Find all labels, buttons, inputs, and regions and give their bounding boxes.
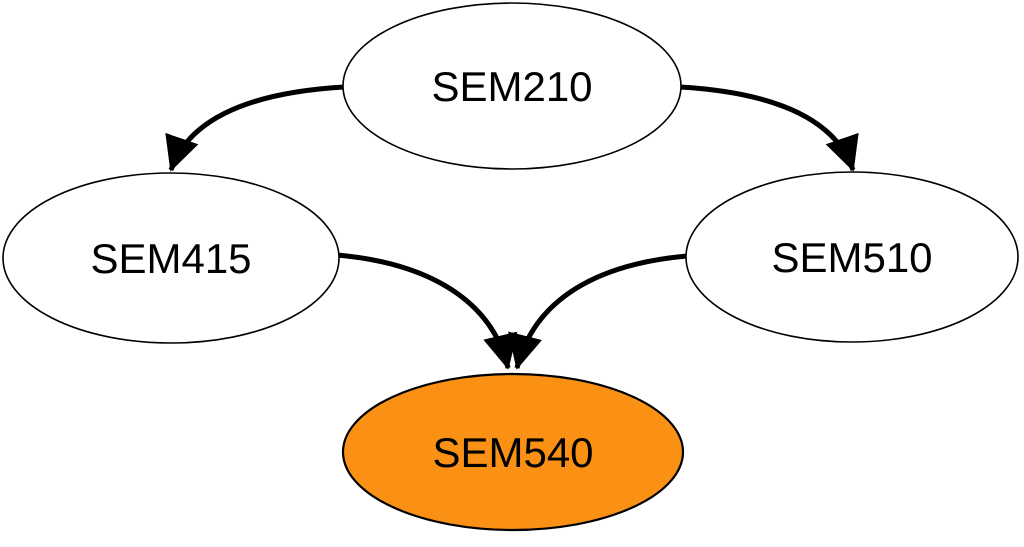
node-sem210: SEM210 <box>342 2 682 170</box>
edge-sem210-to-sem415 <box>165 84 345 172</box>
node-sem540: SEM540 <box>341 372 685 532</box>
node-sem510-shape <box>685 171 1019 343</box>
node-sem415: SEM415 <box>2 172 340 344</box>
edge-sem510-to-sem540 <box>508 253 688 370</box>
node-sem540-shape <box>341 372 685 532</box>
node-sem210-label: SEM210 <box>431 63 592 110</box>
edge-sem210-to-sem510 <box>679 84 859 172</box>
node-sem415-label: SEM415 <box>90 235 251 282</box>
edge-sem415-to-sem540 <box>336 252 518 370</box>
node-sem510: SEM510 <box>685 171 1019 343</box>
node-sem510-label: SEM510 <box>771 234 932 281</box>
node-sem415-shape <box>2 172 340 344</box>
node-sem540-label: SEM540 <box>432 429 593 476</box>
node-sem210-shape <box>342 2 682 170</box>
